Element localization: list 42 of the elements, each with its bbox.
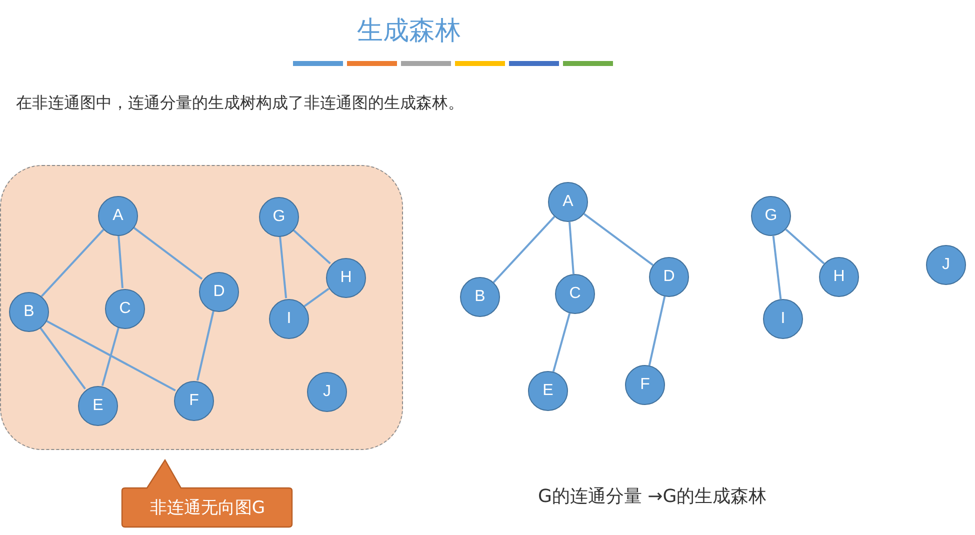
edge-line — [278, 236, 288, 298]
edge-line — [292, 228, 331, 264]
vertex-circle: A — [98, 196, 138, 236]
vertex-circle: F — [174, 381, 214, 421]
edge-line — [304, 288, 330, 308]
vertex-circle: J — [926, 245, 966, 285]
vertex-circle: D — [649, 257, 689, 297]
edge-line — [196, 310, 214, 381]
edge-line — [118, 234, 124, 288]
edge-line — [45, 320, 176, 392]
vertex-circle: B — [9, 292, 49, 332]
vertex-circle: G — [259, 197, 299, 237]
vertex-circle: C — [105, 289, 145, 329]
vertex-circle: I — [269, 299, 309, 339]
vertex-circle: F — [625, 365, 665, 405]
region-box — [0, 165, 403, 450]
vertex-circle: E — [528, 371, 568, 411]
vertex-circle: C — [555, 274, 595, 314]
edge-line — [583, 213, 654, 266]
caption-text: G的连通分量 →G的生成森林 — [538, 485, 767, 508]
title: 生成森林 — [357, 15, 461, 48]
edge-line — [568, 222, 574, 274]
vertex-circle: D — [199, 272, 239, 312]
vertex-circle: G — [751, 196, 791, 236]
vertex-circle: H — [326, 258, 366, 298]
edge-line — [492, 216, 556, 283]
edge-line — [132, 226, 203, 280]
description-text: 在非连通图中，连通分量的生成树构成了非连通图的生成森林。 — [16, 93, 464, 114]
edge-line — [772, 236, 782, 300]
edge-line — [39, 326, 86, 390]
edge-line — [648, 296, 666, 366]
vertex-circle: E — [78, 386, 118, 426]
edge-line — [552, 313, 571, 372]
callout-box: 非连通无向图G — [121, 458, 294, 528]
vertex-circle: A — [548, 182, 588, 222]
edge-line — [785, 228, 825, 264]
vertex-circle: B — [460, 277, 500, 317]
edge-line — [101, 327, 120, 386]
vertex-circle: H — [819, 257, 859, 297]
edge-line — [40, 228, 104, 298]
vertex-circle: J — [307, 372, 347, 412]
vertex-circle: I — [763, 299, 803, 339]
